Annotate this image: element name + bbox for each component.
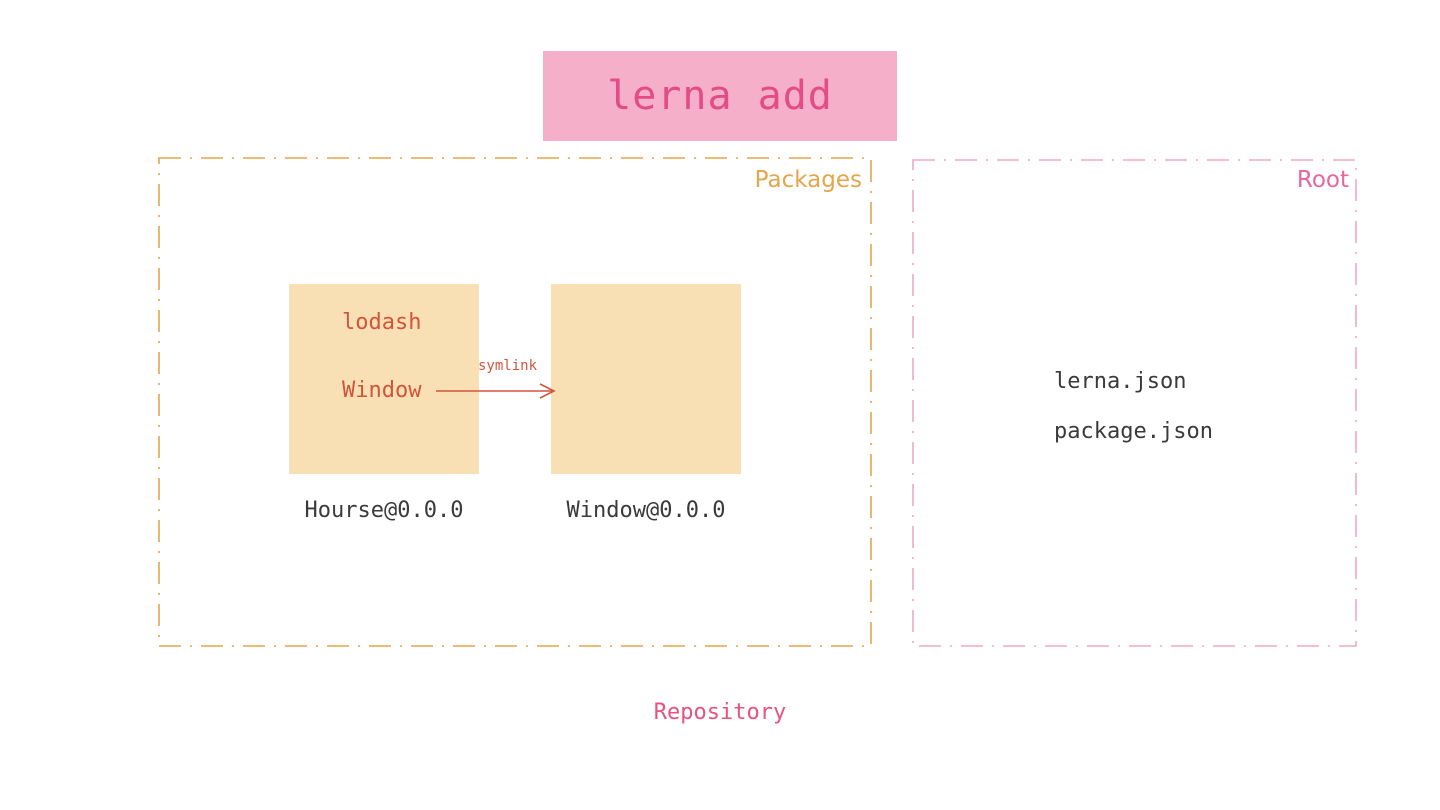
root-panel: Root [912, 159, 1357, 647]
root-panel-border [912, 159, 1357, 647]
dependency-label-window: Window [342, 378, 422, 403]
title-banner: lerna add [543, 51, 897, 141]
root-file-package-json: package.json [1054, 419, 1213, 444]
symlink-label: symlink [478, 358, 538, 374]
repository-caption: Repository [653, 700, 787, 725]
page-title: lerna add [607, 73, 833, 119]
package-box-window[interactable] [551, 284, 741, 474]
symlink-connector: symlink [430, 358, 570, 408]
symlink-arrow-icon [436, 383, 556, 399]
root-panel-label: Root [1296, 167, 1349, 193]
package-box-hourse[interactable] [289, 284, 479, 474]
package-caption-window: Window@0.0.0 [566, 498, 726, 523]
packages-panel-label: Packages [754, 167, 862, 193]
package-caption-hourse: Hourse@0.0.0 [304, 498, 464, 523]
dependency-label-lodash: lodash [342, 310, 422, 335]
root-file-lerna-json: lerna.json [1054, 369, 1187, 394]
